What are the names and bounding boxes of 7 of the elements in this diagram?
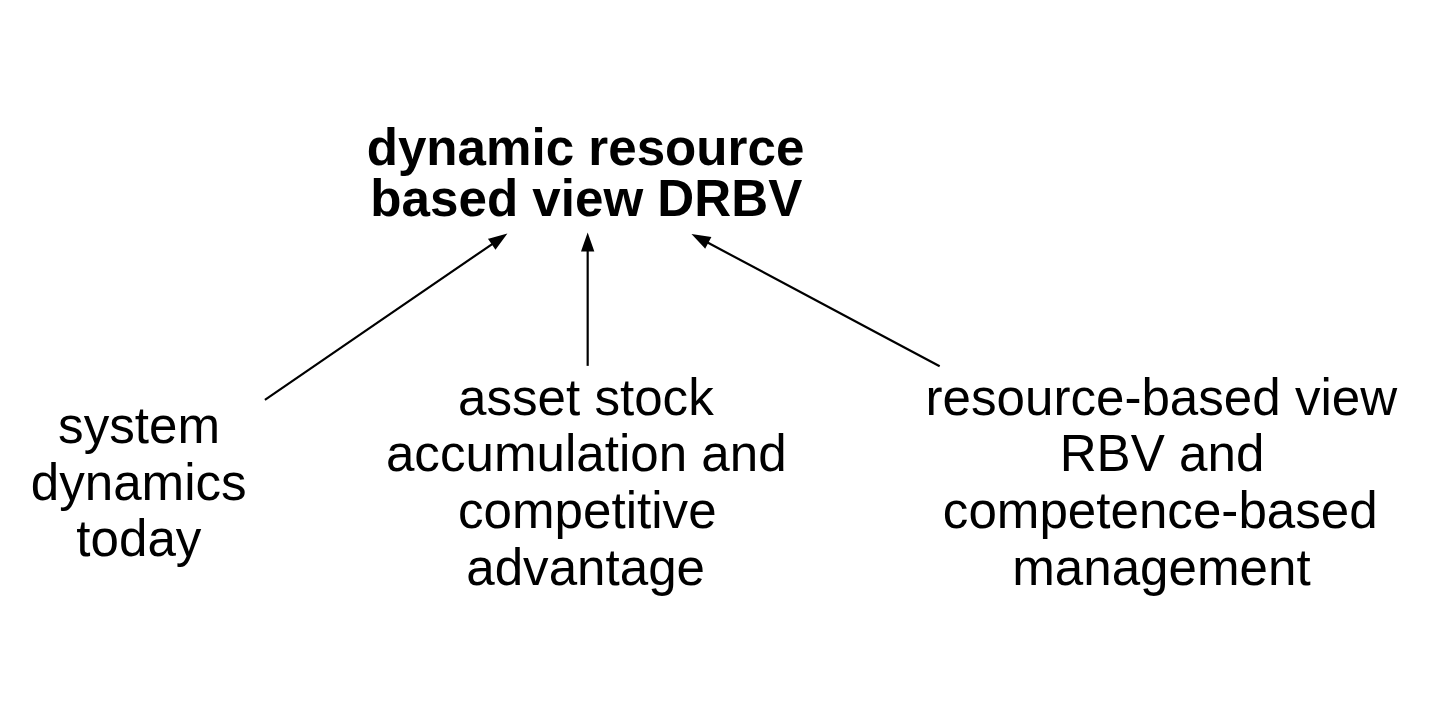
node-text: asset stock accumulation and competitive advantage xyxy=(385,368,787,596)
arrow xyxy=(581,232,595,366)
arrow xyxy=(264,233,508,401)
node-text: dynamic resource based view DRBV xyxy=(366,118,805,227)
node-text: resource-based view RBV and competence-based management xyxy=(925,368,1398,596)
node-text: system dynamics today xyxy=(30,397,247,568)
arrow xyxy=(691,233,941,368)
